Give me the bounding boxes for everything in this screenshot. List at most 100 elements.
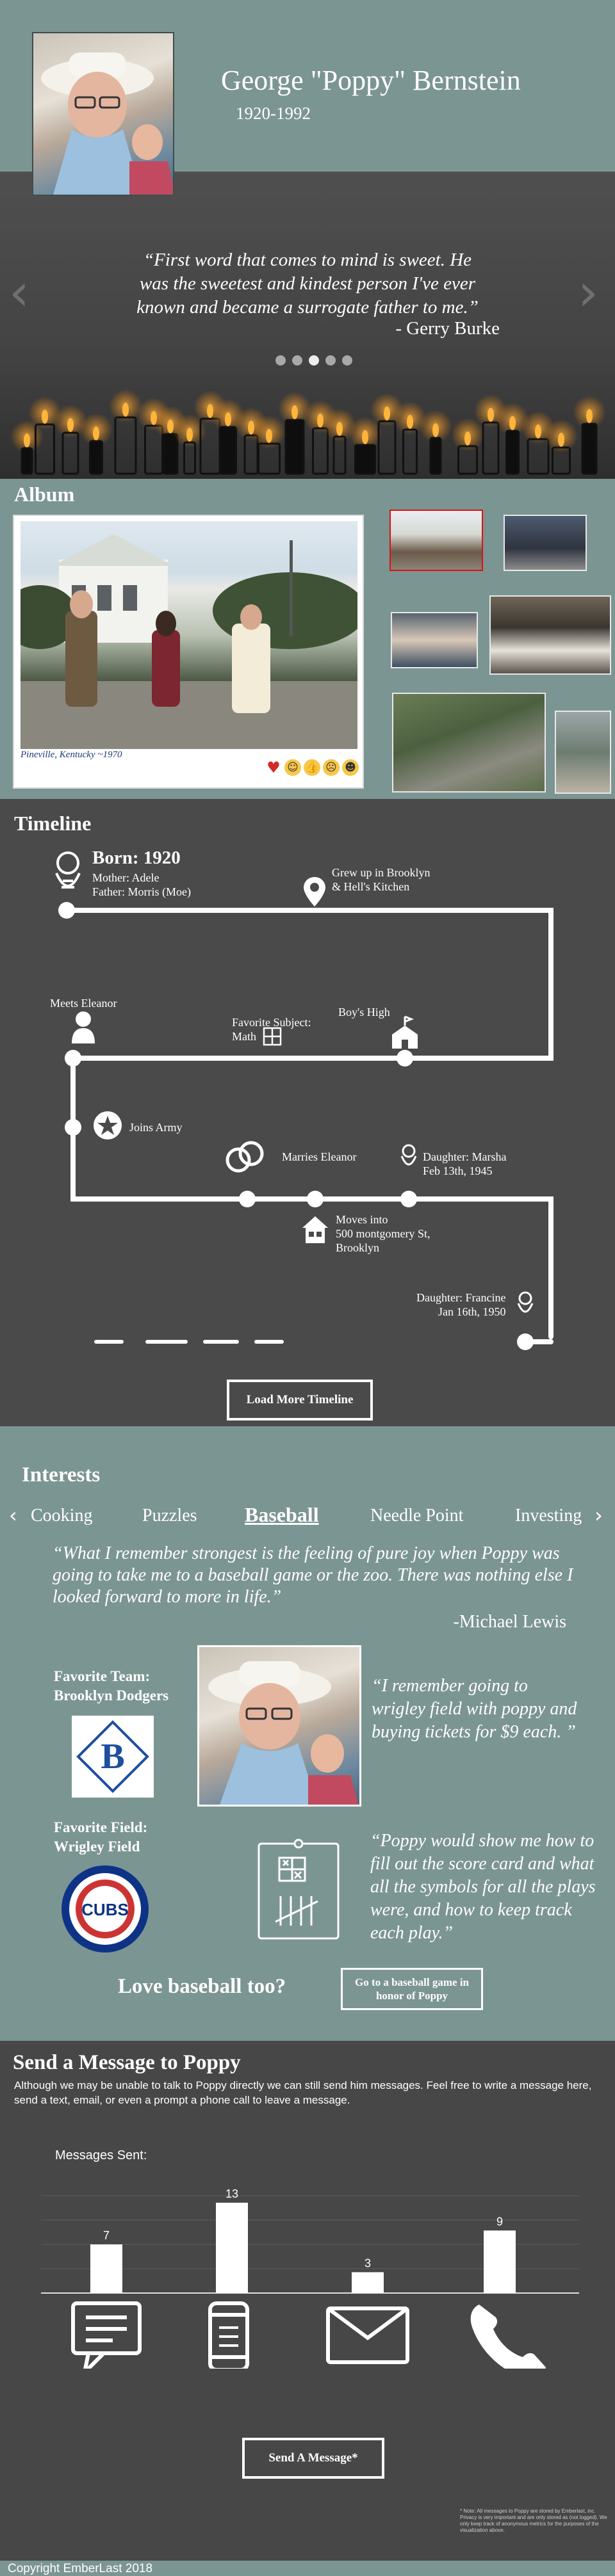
heart-icon[interactable]: ♥ — [266, 759, 281, 777]
privacy-footnote: * Note: All messages to Poppy are stored… — [460, 2508, 607, 2533]
candle-flame — [167, 419, 174, 433]
envelope-icon — [326, 2306, 409, 2364]
candle-flame — [67, 418, 74, 432]
favorite-team-value: Brooklyn Dodgers — [54, 1687, 169, 1703]
candle-flame — [24, 433, 30, 447]
chart-value-label: 3 — [365, 2257, 371, 2269]
tabs-next-icon[interactable]: › — [594, 1503, 603, 1527]
footer — [0, 2561, 615, 2576]
candle — [457, 445, 478, 475]
album-thumbnail[interactable] — [489, 595, 611, 675]
candle — [482, 421, 500, 475]
phone-icon — [470, 2305, 546, 2369]
timeline-moves: Moves into — [336, 1213, 388, 1226]
candle-flame — [122, 403, 129, 417]
carousel-dot[interactable] — [292, 355, 302, 366]
carousel-dot[interactable] — [275, 355, 286, 366]
chart-value-label: 13 — [226, 2187, 238, 2200]
messages-sent-label: Messages Sent: — [55, 2148, 147, 2162]
candle-flame — [362, 430, 368, 444]
candle-flame — [266, 429, 272, 443]
thinking-icon[interactable]: ☹ — [323, 759, 340, 776]
timeline-subject-2: Math — [232, 1030, 256, 1043]
chart-bar-email — [352, 2272, 384, 2293]
candle — [219, 426, 237, 475]
candle — [581, 423, 598, 475]
scorecard-icon — [258, 1839, 340, 1940]
carousel-dots — [275, 355, 352, 366]
tabs-prev-icon[interactable]: ‹ — [9, 1503, 17, 1527]
carousel-dot[interactable] — [342, 355, 352, 366]
album-thumbnail[interactable] — [391, 612, 478, 668]
candle — [284, 419, 305, 475]
tab-baseball[interactable]: Baseball — [245, 1503, 319, 1526]
candle — [89, 440, 103, 475]
candle — [527, 438, 550, 475]
timeline-meets-eleanor: Meets Eleanor — [50, 997, 117, 1010]
favorite-team-label: Favorite Team: — [54, 1668, 151, 1684]
timeline-army: Joins Army — [129, 1121, 183, 1134]
album-thumbnail[interactable] — [504, 515, 587, 571]
tab-investing[interactable]: Investing — [515, 1506, 582, 1525]
chart-value-label: 7 — [103, 2229, 110, 2242]
carousel-dot[interactable] — [325, 355, 336, 366]
load-more-timeline-button[interactable]: Load More Timeline — [227, 1380, 373, 1421]
chat-bubble-icon — [71, 2301, 142, 2369]
candle-flame — [336, 422, 343, 436]
candle-flame — [432, 423, 439, 437]
tab-needle-point[interactable]: Needle Point — [370, 1506, 464, 1525]
cool-icon[interactable]: ☻ — [342, 759, 359, 776]
timeline-subject: Favorite Subject: — [232, 1016, 311, 1029]
interest-quote-author: -Michael Lewis — [453, 1612, 567, 1632]
chart-bar-phone-call — [484, 2230, 516, 2293]
carousel-quote: “First word that comes to mind is sweet.… — [136, 250, 479, 318]
interests-title: Interests — [22, 1463, 101, 1486]
candle-flame — [464, 431, 471, 446]
album-thumbnail[interactable] — [392, 693, 546, 793]
chart-value-label: 9 — [496, 2215, 503, 2228]
scorecard-quote: “Poppy would show me how to fill out the… — [370, 1831, 596, 1943]
carousel-dot-active[interactable] — [309, 355, 319, 366]
laugh-cry-icon[interactable]: ☺ — [284, 759, 301, 776]
timeline-title: Timeline — [14, 812, 92, 835]
copyright-text: Copyright EmberLast 2018 — [8, 2562, 153, 2575]
candle-flame — [535, 424, 541, 439]
favorite-field: Favorite Field: Wrigley Field — [54, 1818, 147, 1856]
timeline-path — [55, 851, 554, 1350]
thumbs-up-icon[interactable]: 👍 — [304, 759, 320, 776]
candle-flame — [186, 428, 193, 442]
smartphone-icon — [208, 2301, 249, 2369]
candle-flame — [488, 408, 494, 422]
candle — [62, 431, 79, 475]
candle-flame — [317, 414, 324, 428]
person-name: George "Poppy" Bernstein — [221, 65, 521, 96]
candle-flame — [291, 405, 298, 419]
send-message-button[interactable]: Send A Message* — [242, 2438, 384, 2479]
timeline-moves-2: 500 montgomery St, — [336, 1227, 430, 1240]
candle — [312, 427, 329, 475]
candle — [258, 442, 281, 475]
baseball-game-button[interactable]: Go to a baseball game in honor of Poppy — [341, 1968, 483, 2010]
timeline-francine-date: Jan 16th, 1950 — [438, 1305, 506, 1318]
candle — [35, 423, 55, 475]
favorite-field-value: Wrigley Field — [54, 1839, 140, 1855]
candle — [429, 437, 442, 475]
candle-flame — [42, 410, 48, 424]
carousel-prev-icon[interactable]: ‹ — [9, 262, 29, 322]
favorite-team: Favorite Team: Brooklyn Dodgers — [54, 1667, 168, 1705]
interest-quote: “What I remember strongest is the feelin… — [53, 1543, 573, 1607]
album-photo-caption: Pineville, Kentucky ~1970 — [20, 750, 122, 760]
tab-cooking[interactable]: Cooking — [31, 1506, 93, 1525]
timeline-marries: Marries Eleanor — [282, 1150, 357, 1163]
candle-flame — [586, 409, 593, 423]
album-title: Album — [14, 483, 75, 506]
timeline-moves-3: Brooklyn — [336, 1241, 380, 1254]
carousel-next-icon[interactable]: › — [578, 262, 598, 322]
album-main-photo[interactable]: Pineville, Kentucky ~1970 ♥ ☺ 👍 ☹ ☻ — [1, 515, 366, 789]
dodgers-logo: B — [72, 1716, 154, 1798]
album-thumbnail[interactable] — [555, 711, 611, 794]
profile-photo — [32, 32, 174, 196]
tab-puzzles[interactable]: Puzzles — [142, 1506, 197, 1525]
cubs-logo-text: CUBS — [81, 1900, 129, 1919]
album-thumbnail-selected[interactable] — [390, 510, 483, 571]
